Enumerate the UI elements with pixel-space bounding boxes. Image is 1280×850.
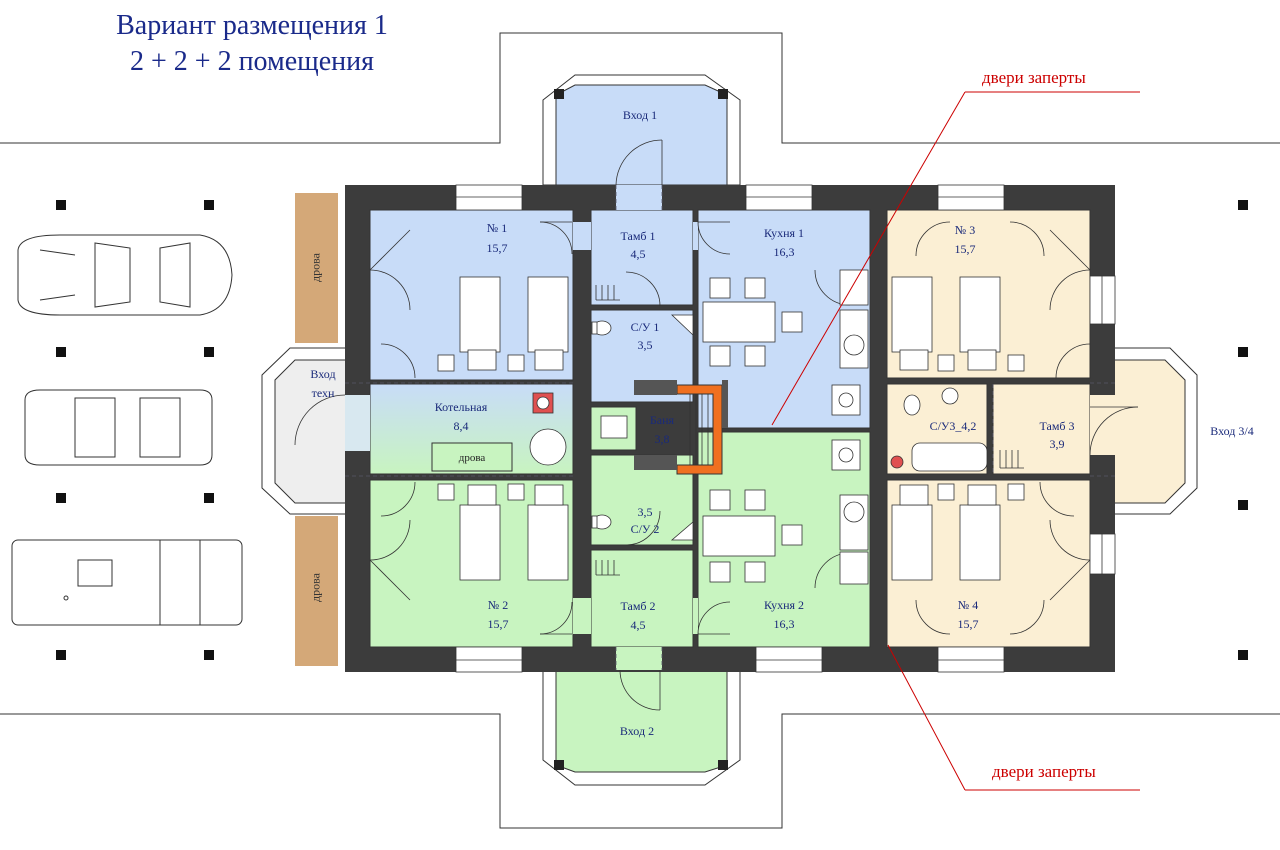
banya-name: Баня <box>649 413 675 427</box>
firewood-box-label: дрова <box>458 452 486 464</box>
plan-title-line2: 2 + 2 + 2 помещения <box>129 46 374 77</box>
entrance-tech-label-1: Вход <box>310 367 336 381</box>
room-1-area: 15,7 <box>486 241 508 255</box>
staircase <box>634 380 728 475</box>
wc-1-name: С/У 1 <box>630 320 660 334</box>
plan-title-line1: Вариант размещения 1 <box>116 10 388 41</box>
kitchen-2-name: Кухня 2 <box>763 598 805 612</box>
firewood-label-top: дрова <box>308 253 323 282</box>
nightstands <box>437 354 1025 501</box>
bathroom-fixtures <box>529 314 988 541</box>
tamb-2-area: 4,5 <box>630 618 646 632</box>
locked-doors-note-top: двери заперты <box>982 68 1086 87</box>
room-2-area: 15,7 <box>487 617 509 631</box>
leader-lines <box>771 91 1140 791</box>
room-4-name: № 4 <box>957 598 979 612</box>
kitchen-1-name: Кухня 1 <box>763 226 805 240</box>
boiler-room-name: Котельная <box>434 400 488 414</box>
tamb-1-name: Тамб 1 <box>620 229 656 243</box>
room-2-name: № 2 <box>487 598 509 612</box>
dashed-lines <box>345 185 1115 670</box>
boiler-room-area: 8,4 <box>453 419 469 433</box>
tamb-1-area: 4,5 <box>630 247 646 261</box>
car-van <box>11 539 243 626</box>
tamb-2-name: Тамб 2 <box>620 599 656 613</box>
wc-2-name: С/У 2 <box>630 522 660 536</box>
door-openings <box>345 185 1115 670</box>
porch-bottom <box>542 669 741 786</box>
porch-top <box>542 74 741 186</box>
entrance-1-label: Вход 1 <box>622 108 658 122</box>
room-3-name: № 3 <box>954 223 976 237</box>
tamb-3-name: Тамб 3 <box>1039 419 1075 433</box>
door-swings <box>294 139 1139 711</box>
entrance-34-label: Вход 3/4 <box>1210 424 1254 438</box>
room-1-name: № 1 <box>486 221 508 235</box>
entrance-2-label: Вход 2 <box>619 724 655 738</box>
room-3-area: 15,7 <box>954 242 976 256</box>
entrance-tech-label-2: техн <box>311 386 335 400</box>
banya-area: 3,8 <box>654 432 670 446</box>
wc-1-area: 3,5 <box>637 338 653 352</box>
room-4-area: 15,7 <box>957 617 979 631</box>
car-sedan <box>17 234 233 316</box>
shoe-racks <box>595 285 1024 576</box>
car-suv <box>24 389 213 466</box>
kitchen-2-furniture <box>702 439 869 585</box>
wc-34-name: С/У3_4,2 <box>929 419 977 433</box>
parking-posts <box>56 200 1248 660</box>
kitchen-1-area: 16,3 <box>773 245 795 259</box>
porch-right <box>1109 347 1198 515</box>
firewood-box <box>431 442 513 472</box>
firewood-label-bottom: дрова <box>308 573 323 602</box>
windows <box>455 184 1116 673</box>
firewood-stack-bottom <box>295 516 338 666</box>
locked-doors-note-bottom: двери заперты <box>992 762 1096 781</box>
firewood-stack-top <box>295 193 338 343</box>
tamb-3-area: 3,9 <box>1049 437 1065 451</box>
beds <box>459 276 1001 581</box>
wc-2-area: 3,5 <box>637 505 653 519</box>
kitchen-2-area: 16,3 <box>773 617 795 631</box>
site-outline <box>0 32 1280 829</box>
kitchen-1-furniture <box>702 269 869 416</box>
